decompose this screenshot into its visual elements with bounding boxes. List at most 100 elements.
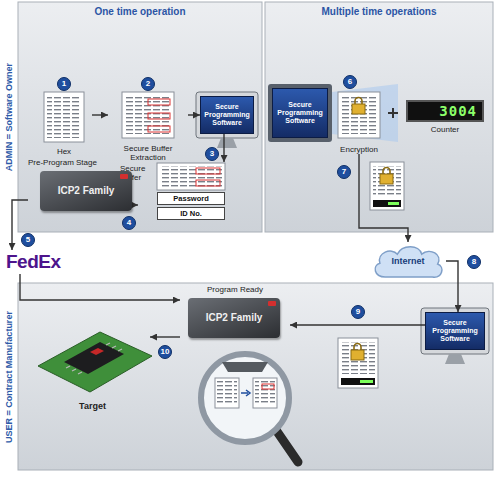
callout-badge: 10 bbox=[158, 345, 172, 359]
monitor-frame bbox=[217, 138, 237, 148]
callout-badge: 9 bbox=[351, 305, 365, 319]
role-band: ADMIN = Software OwnerOne time operation… bbox=[0, 0, 499, 234]
encrypted-file: Encryption bbox=[334, 90, 384, 154]
counter-value: 3004 bbox=[406, 100, 484, 122]
stage-panel-ground bbox=[18, 2, 262, 232]
cloud-label: Internet bbox=[391, 256, 424, 267]
file-label: Encryption bbox=[334, 145, 384, 154]
cloud-outline bbox=[375, 247, 442, 277]
counted-document-icon bbox=[360, 380, 373, 383]
callout-number: 9 bbox=[356, 307, 360, 317]
programmer-device: Pre-Program StageICP2 Family bbox=[28, 158, 138, 216]
callout-badge: 4 bbox=[122, 216, 136, 230]
callout-badge: 5 bbox=[21, 233, 35, 247]
stage-panel: Multiple time operationsSecure Programmi… bbox=[265, 2, 493, 232]
monitor-frame bbox=[196, 92, 258, 138]
callout-number: 3 bbox=[210, 149, 214, 159]
target-label: Target bbox=[35, 401, 150, 414]
screen-label: Secure Programming Software bbox=[201, 102, 253, 128]
stage-panel-ground bbox=[18, 283, 493, 470]
device-button bbox=[268, 301, 276, 306]
callout-number: 6 bbox=[348, 77, 352, 87]
callout-badge: 7 bbox=[337, 165, 351, 179]
programming-monitor: Secure Programming Software bbox=[200, 96, 254, 134]
callout-badge: 6 bbox=[343, 75, 357, 89]
extraction-document-icon bbox=[148, 99, 170, 105]
target-board bbox=[38, 332, 152, 392]
encrypted-document-icon bbox=[355, 98, 362, 105]
callout-number: 10 bbox=[161, 347, 170, 357]
callout-number: 1 bbox=[62, 79, 66, 89]
counted-document-icon bbox=[351, 350, 364, 360]
magnifier bbox=[201, 354, 289, 442]
monitor-frame bbox=[445, 354, 465, 364]
counted-document-icon bbox=[338, 338, 378, 388]
flow-arrow bbox=[150, 336, 180, 337]
monitor-frame bbox=[421, 308, 489, 364]
counted-document-icon bbox=[338, 338, 378, 388]
buffer-document-icon bbox=[196, 180, 220, 186]
screen-label: Secure Programming Software bbox=[426, 318, 484, 344]
target-board bbox=[90, 348, 104, 355]
extraction-document-icon bbox=[122, 92, 174, 138]
magnifier bbox=[262, 384, 274, 389]
extraction-document-icon bbox=[148, 113, 170, 119]
hex-document-icon bbox=[44, 92, 84, 142]
device-caption: Program Ready bbox=[180, 285, 290, 295]
flow-arrow bbox=[20, 274, 180, 300]
stage-panel: One time operationHexSecure Buffer Extra… bbox=[18, 2, 262, 232]
projector-frame bbox=[268, 84, 332, 142]
magnifier bbox=[276, 430, 298, 462]
counted-document-icon bbox=[370, 162, 404, 210]
counter-label: Counter bbox=[406, 125, 484, 134]
target-board bbox=[66, 343, 122, 374]
plus-sign bbox=[388, 108, 398, 118]
buffer-document-icon bbox=[157, 163, 225, 190]
hex-document-icon bbox=[47, 96, 81, 138]
stage-panel-ground bbox=[18, 2, 493, 470]
magnifier bbox=[241, 390, 250, 396]
courier-name: FedEx bbox=[2, 250, 66, 274]
counted-document-icon bbox=[388, 202, 399, 205]
band-title: USER = Contract Manufacturer bbox=[3, 277, 15, 477]
panel-title: One time operation bbox=[18, 2, 262, 18]
password-field: Password bbox=[157, 192, 225, 205]
device-label: ICP2 Family bbox=[40, 171, 132, 211]
counted-document-icon bbox=[341, 342, 375, 374]
hex-file: Hex bbox=[36, 90, 92, 156]
monitor-frame bbox=[421, 308, 489, 354]
flow-arrow bbox=[359, 154, 408, 242]
callout-number: 8 bbox=[472, 257, 476, 267]
counted-document-icon bbox=[341, 378, 375, 385]
callout-number: 4 bbox=[127, 218, 131, 228]
hex-document-icon bbox=[44, 92, 84, 142]
encrypted-document-icon bbox=[352, 104, 365, 114]
buffer-document-icon bbox=[157, 163, 225, 190]
role-band: USER = Contract ManufacturerSecure Progr… bbox=[0, 281, 495, 472]
encrypted-document-icon bbox=[338, 92, 380, 138]
stage-panel-ground bbox=[265, 2, 493, 232]
programming-monitor: Secure Programming Software bbox=[425, 312, 485, 350]
magnifier bbox=[201, 354, 298, 462]
encrypted-document-icon bbox=[341, 96, 377, 134]
extraction-document-icon bbox=[122, 92, 174, 138]
monitor-frame bbox=[196, 92, 258, 148]
flow-arrow bbox=[446, 261, 458, 312]
counter-display: 3004Counter bbox=[406, 100, 484, 136]
projector-beam bbox=[332, 84, 398, 142]
magnifier bbox=[255, 381, 275, 405]
band-title: ADMIN = Software Owner bbox=[3, 17, 15, 217]
file-label: Hex bbox=[36, 147, 92, 156]
field-label: Password bbox=[173, 193, 208, 204]
callout-badge: 8 bbox=[467, 255, 481, 269]
counted-document-icon bbox=[383, 168, 390, 175]
buffer-document-icon bbox=[160, 166, 222, 188]
target-board bbox=[64, 342, 124, 374]
counted-document-icon bbox=[370, 162, 404, 210]
extraction-document-icon bbox=[125, 96, 171, 134]
projector-frame bbox=[268, 84, 332, 142]
